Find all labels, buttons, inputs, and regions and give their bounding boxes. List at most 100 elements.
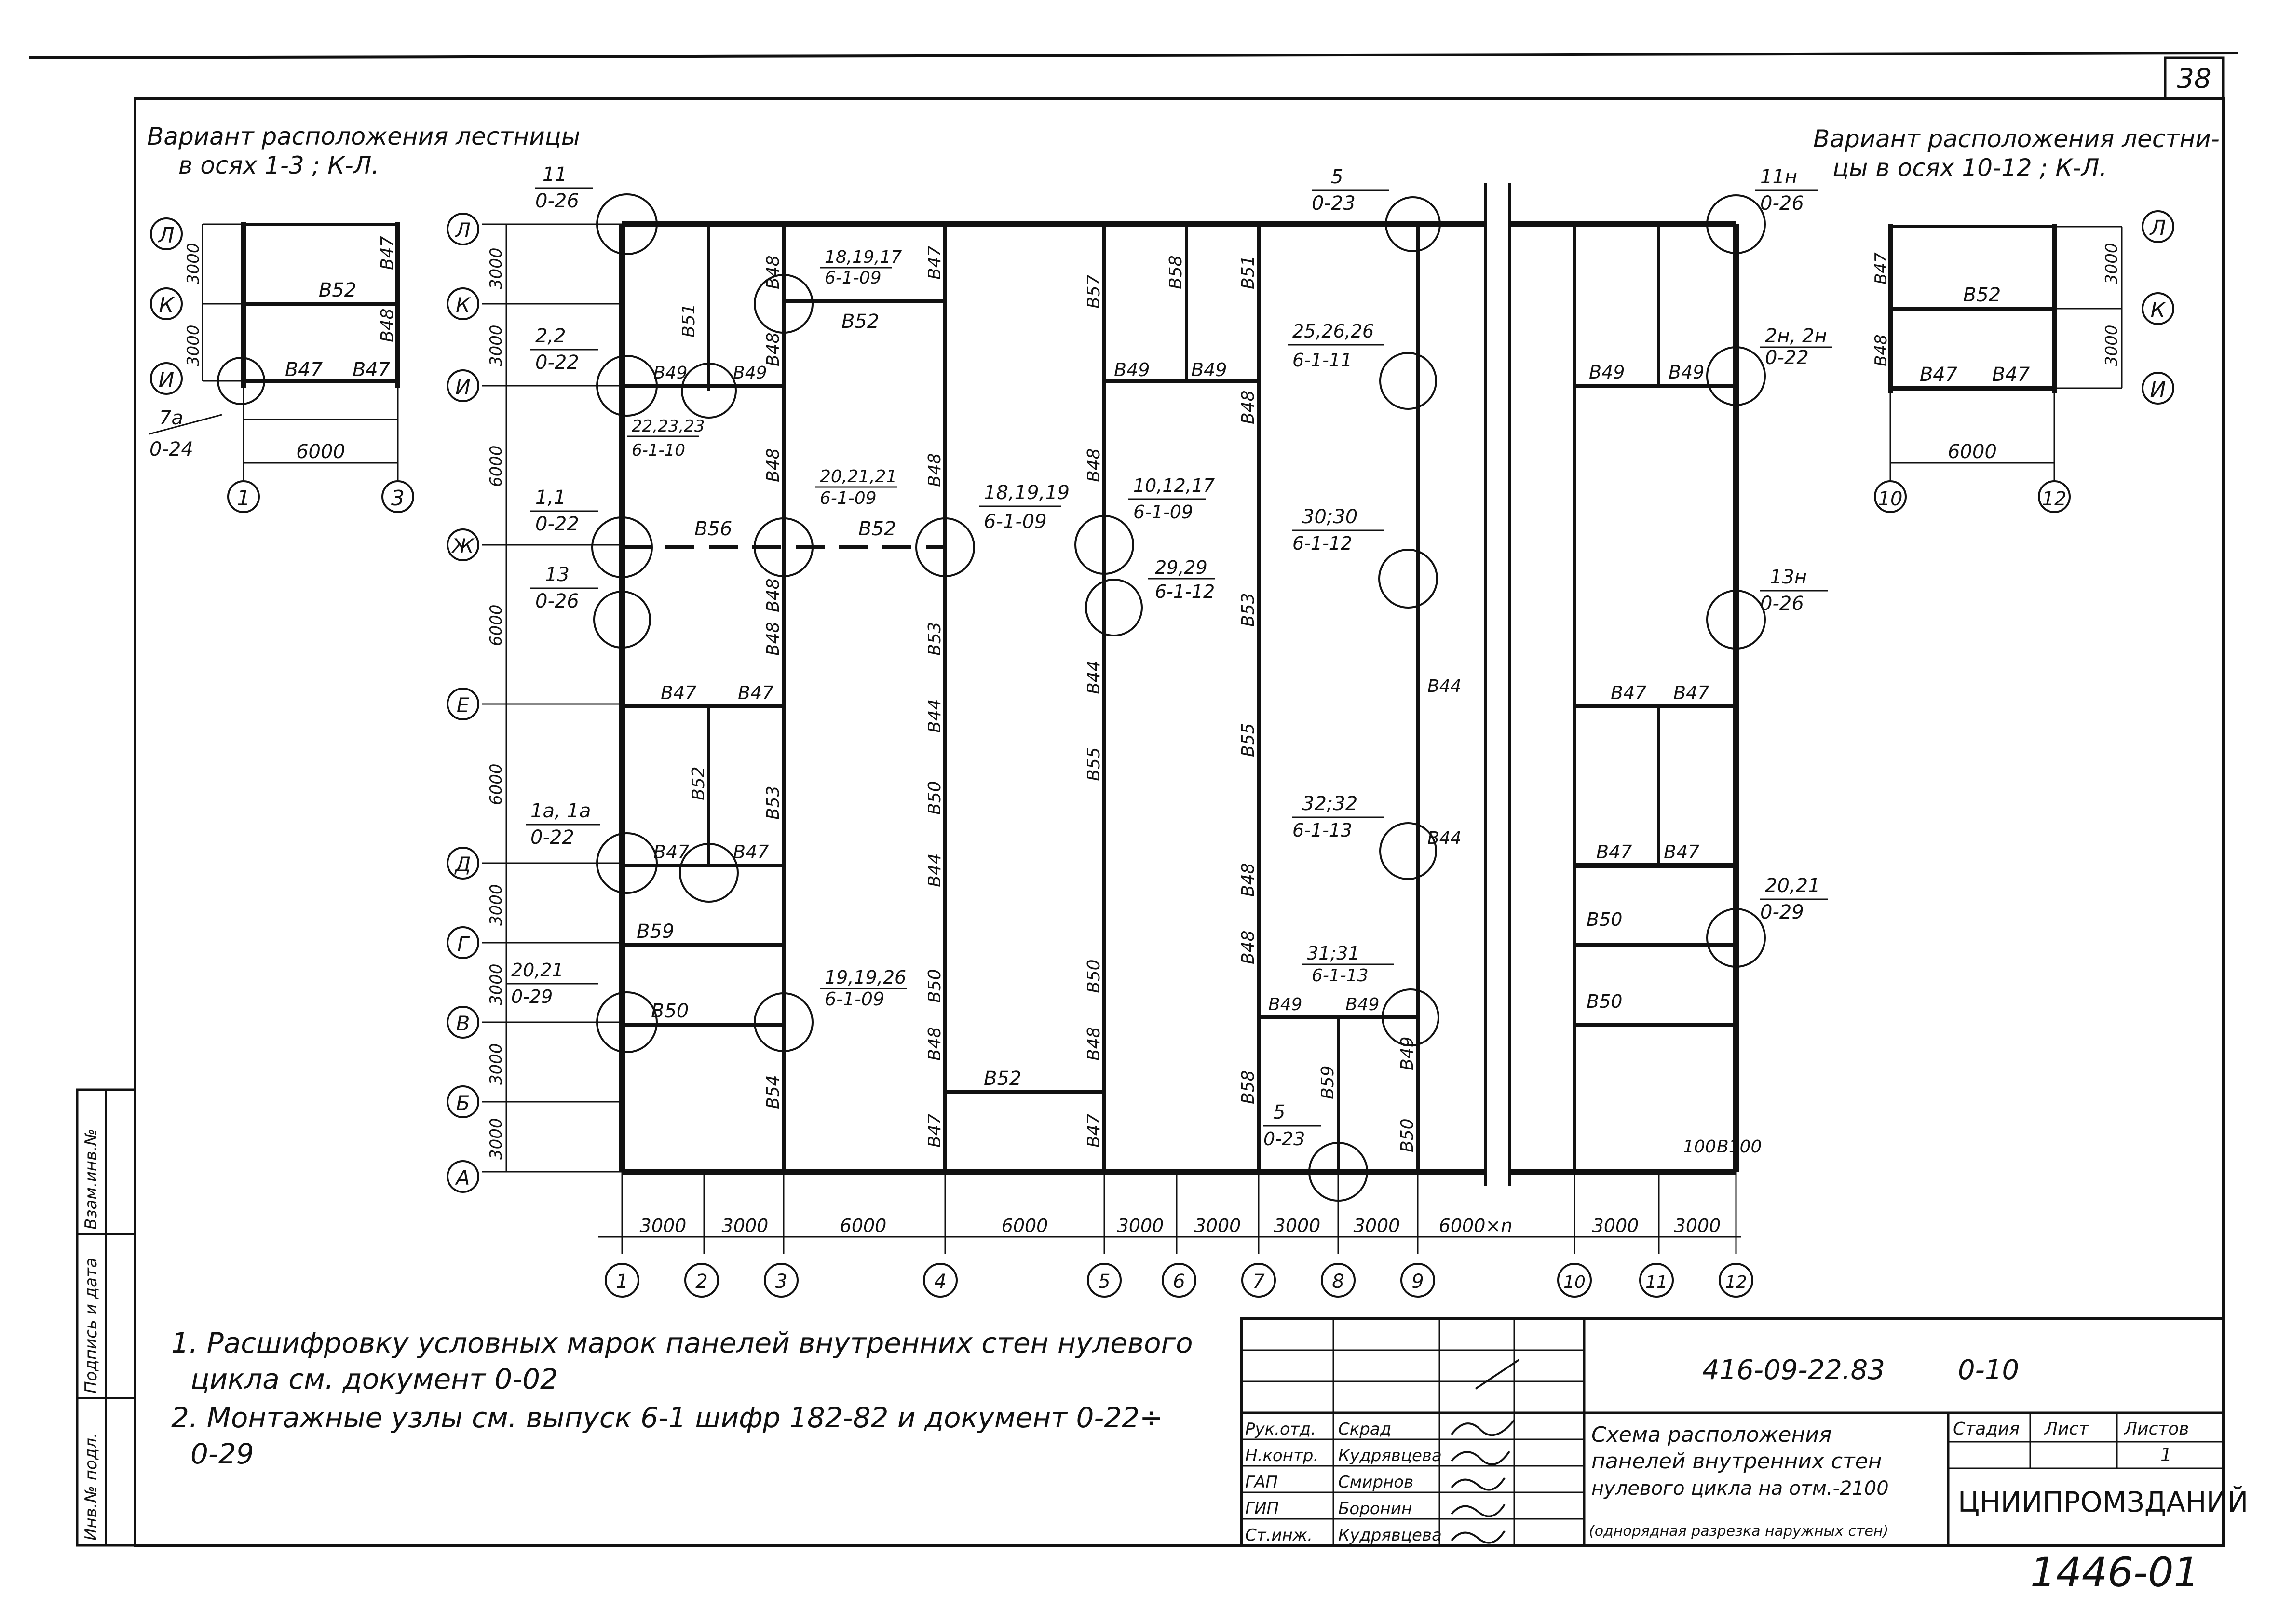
panel-label: В48 [925, 1027, 945, 1061]
notes: 1. Расшифровку условных марок панелей вн… [171, 1326, 1193, 1470]
panel-label: В49 [1191, 359, 1227, 380]
node-doc: 0-26 [535, 590, 579, 612]
node-doc: 6-1-09 [825, 988, 884, 1010]
role-label: Н.контр. [1245, 1446, 1318, 1465]
right-inset-title-2: цы в осях 10-12 ; К-Л. [1832, 154, 2107, 182]
title-block: 416-09-22.83 0-10 Рук.отд. Н.контр. ГАП … [1240, 1317, 2248, 1547]
doc-number: 0-10 [1958, 1354, 2019, 1386]
panel-label: В50 [1084, 959, 1104, 993]
right-inset-title-1: Вариант расположения лестни- [1813, 125, 2220, 153]
side-stamp: Инв.№ подл. Подпись и дата Взам.инв.№ [76, 1088, 136, 1547]
col-axis-label: 2 [695, 1271, 707, 1293]
right-inset-row-label: Л [2149, 216, 2166, 241]
note-line: 0-29 [190, 1437, 254, 1470]
right-inset-panel: В52 [1963, 284, 2001, 306]
right-inset-row-label: И [2150, 378, 2166, 402]
node-doc: 6-1-13 [1312, 966, 1369, 986]
row-axis-label: Е [457, 693, 470, 717]
right-inset-row-label: К [2150, 298, 2166, 323]
col-dim: 6000×n [1439, 1215, 1513, 1236]
node-doc: 0-26 [1760, 593, 1804, 615]
panel-label: В47 [925, 1113, 945, 1148]
left-inset-panel: В47 [353, 359, 391, 381]
panel-label: В49 [1114, 359, 1150, 380]
panel-label: В52 [841, 311, 879, 333]
panel-label: В59 [1318, 1065, 1338, 1099]
node-doc: 6-1-13 [1292, 820, 1352, 841]
node-doc: 0-29 [511, 986, 553, 1007]
panel-label: В48 [1238, 863, 1258, 897]
stamp-inv-label: Инв.№ подл. [81, 1433, 101, 1541]
node-number: 13н [1770, 566, 1807, 588]
col-axis-label: 5 [1098, 1271, 1110, 1293]
col-dim: 3000 [1674, 1215, 1721, 1236]
doc-code: 416-09-22.83 [1702, 1354, 1885, 1386]
col-dim: 6000 [840, 1215, 887, 1236]
panel-label: В49 [1589, 362, 1625, 383]
panel-label: В47 [653, 841, 689, 863]
left-inset-panel: В47 [378, 236, 397, 270]
node-number: 20,21 [1765, 875, 1820, 897]
right-inset-panel: В48 [1872, 334, 1891, 366]
panel-label: В58 [1166, 255, 1186, 289]
organization: ЦНИИПРОМЗДАНИЙ [1958, 1485, 2248, 1518]
panel-label: В48 [763, 255, 783, 289]
row-axes: Л К И Ж Е Д Г В Б А 3000 3000 6000 6000 … [447, 213, 622, 1193]
right-inset-col-label: 10 [1878, 488, 1903, 510]
row-axis-label: Б [456, 1091, 470, 1115]
panel-label: В49 [733, 363, 767, 383]
node-number: 11 [543, 163, 567, 186]
signature [1451, 1477, 1506, 1491]
panel-label: В48 [1238, 930, 1258, 964]
node-number: 30;30 [1302, 506, 1357, 528]
node-number: 1а, 1а [530, 800, 591, 822]
panel-label: В48 [763, 332, 783, 366]
left-inset-panel: В47 [285, 359, 323, 381]
sheet-number-box [2164, 56, 2225, 100]
signature [1451, 1450, 1510, 1465]
panel-label: В100 [1717, 1137, 1762, 1157]
panel-label: В48 [763, 622, 783, 656]
node-doc: 0-26 [535, 190, 579, 212]
right-inset-dim: 3000 [2102, 243, 2121, 284]
col-dim: 6000 [1002, 1215, 1048, 1236]
panel-label: В50 [651, 1000, 689, 1022]
panel-label: В50 [1397, 1118, 1417, 1152]
col-axis-label: 10 [1563, 1272, 1586, 1292]
panel-label: В48 [925, 453, 945, 487]
panel-label: В49 [1268, 995, 1302, 1015]
row-axis-label: Л [454, 218, 471, 242]
node-doc: 0-23 [1312, 192, 1356, 215]
panel-label: В55 [1238, 723, 1258, 757]
panel-label: В48 [763, 578, 783, 612]
signature [1451, 1419, 1515, 1436]
role-label: Ст.инж. [1245, 1526, 1313, 1545]
panel-label: В48 [1238, 390, 1258, 424]
panel-label: В48 [763, 448, 783, 482]
left-inset-row-label: И [159, 368, 175, 392]
main-plan: Л К И Ж Е Д Г В Б А 3000 3000 6000 6000 … [447, 163, 1832, 1298]
panel-label: В54 [763, 1075, 783, 1109]
person-name: Кудрявцева [1338, 1446, 1442, 1465]
panel-label: В47 [733, 841, 769, 863]
sheets-label: Листов [2123, 1419, 2189, 1439]
node-doc: 0-22 [535, 513, 579, 535]
node-number: 19,19,26 [825, 967, 906, 988]
panel-label: В47 [1596, 841, 1632, 863]
person-name: Боронин [1338, 1499, 1412, 1518]
panel-label: В55 [1084, 747, 1104, 781]
row-axis-label: В [456, 1012, 470, 1035]
panel-label: В51 [679, 303, 699, 338]
panel-label: В48 [1084, 1027, 1104, 1061]
row-dim: 3000 [487, 247, 506, 289]
left-inset-col-label: 1 [237, 486, 250, 511]
role-label: ГАП [1245, 1473, 1278, 1492]
role-label: Рук.отд. [1245, 1420, 1316, 1439]
left-inset-node-doc: 0-24 [149, 438, 193, 460]
panel-label: В56 [694, 518, 732, 540]
node-callouts: 11 0-26 2,2 0-22 1,1 0-22 13 0-26 1а, 1а… [506, 163, 1832, 1150]
panel-label: В49 [653, 363, 688, 383]
node-number: 18,19,19 [984, 482, 1070, 504]
panel-label: В50 [1587, 991, 1622, 1012]
right-inset: Вариант расположения лестни- цы в осях 1… [1813, 125, 2220, 513]
